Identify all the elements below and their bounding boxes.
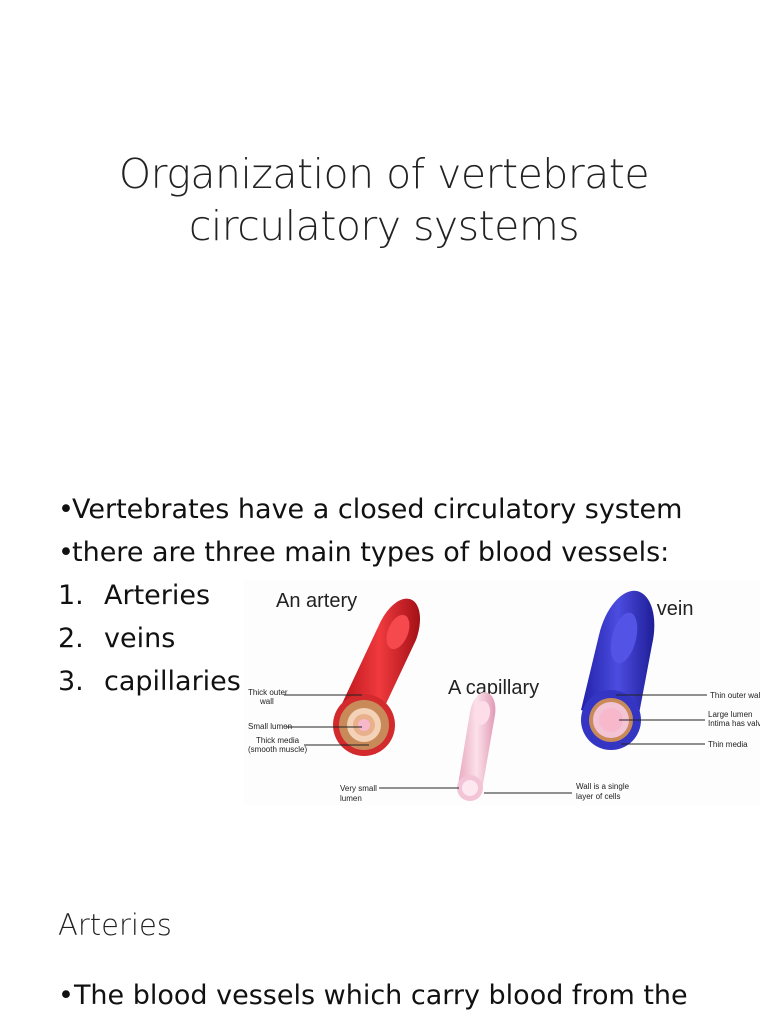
numbered-item: 2. veins (58, 617, 682, 660)
artery-label: wall (259, 697, 274, 706)
item-number: 2. (58, 623, 84, 654)
capillary-label: Wall is a single (576, 782, 630, 791)
blood-vessel-diagram: An artery A vein A capillary (244, 580, 768, 805)
artery-label: (smooth muscle) (248, 745, 307, 754)
artery-illustration (333, 598, 421, 756)
vein-label: Thin media (708, 740, 748, 749)
vein-illustration (581, 590, 655, 750)
bullet-text: Vertebrates have a closed circulatory sy… (72, 494, 683, 525)
bullet-dot: • (58, 537, 74, 568)
item-number: 1. (58, 580, 84, 611)
item-text: capillaries (104, 666, 241, 697)
bullet-list: •Vertebrates have a closed circulatory s… (58, 488, 682, 703)
capillary-title: A capillary (448, 677, 539, 699)
artery-label: Thick outer (248, 688, 288, 697)
title-line-2: circulatory systems (188, 202, 580, 250)
capillary-illustration (457, 692, 496, 801)
item-number: 3. (58, 666, 84, 697)
bullet-text: The blood vessels which carry blood from… (73, 980, 688, 1011)
vein-labels: Thin outer wall Large lumen Intima has v… (616, 691, 768, 749)
capillary-labels: Very small lumen Wall is a single layer … (340, 782, 630, 803)
item-text: Arteries (104, 580, 211, 611)
vein-label: Thin outer wall (710, 691, 760, 700)
slide-title: Organization of vertebrate circulatory s… (0, 148, 768, 252)
artery-label: Small lumen (248, 722, 292, 731)
bullet-item: •there are three main types of blood ves… (58, 531, 682, 574)
vein-label: Intima has valves (708, 719, 760, 728)
section-heading: Arteries (58, 908, 172, 942)
capillary-label: layer of cells (576, 792, 620, 801)
bullet-dot: • (58, 494, 74, 525)
title-line-1: Organization of vertebrate (118, 150, 650, 198)
capillary-label: Very small (340, 784, 377, 793)
artery-labels: Thick outer wall Small lumen Thick media… (248, 688, 369, 754)
numbered-item: 1. Arteries (58, 574, 682, 617)
capillary-label: lumen (340, 794, 362, 803)
artery-label: Thick media (256, 736, 300, 745)
artery-title: An artery (276, 590, 357, 612)
vein-label: Large lumen (708, 710, 752, 719)
bullet-dot: • (58, 980, 74, 1011)
section-bullet: •The blood vessels which carry blood fro… (58, 980, 688, 1011)
numbered-item: 3. capillaries (58, 660, 682, 703)
bullet-item: •Vertebrates have a closed circulatory s… (58, 488, 682, 531)
item-text: veins (104, 623, 176, 654)
bullet-text: there are three main types of blood vess… (72, 537, 670, 568)
